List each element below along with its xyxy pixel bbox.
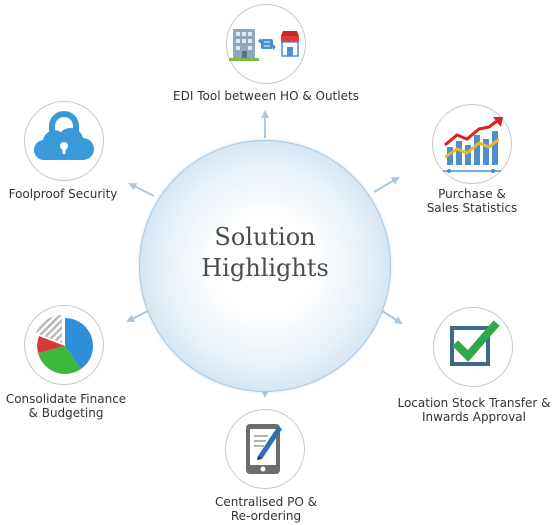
node-purchase-statistics — [432, 104, 512, 184]
tablet-pen-icon — [246, 424, 282, 474]
label-foolproof-security-line-1: Foolproof Security — [8, 187, 118, 201]
hub-title: Solution Highlights — [139, 222, 391, 284]
hub-circle — [139, 140, 391, 392]
bar-chart-trend-icon — [443, 117, 503, 173]
label-edi-tool-line-1: EDI Tool between HO & Outlets — [173, 89, 359, 103]
node-centralised-po — [225, 409, 305, 489]
label-purchase-statistics-line-2: Sales Statistics — [426, 201, 518, 215]
label-centralised-po-line-2: Re-ordering — [230, 509, 302, 523]
label-consolidate-finance-line-2: & Budgeting — [28, 406, 104, 420]
arrow-to-foolproof-security — [128, 183, 155, 197]
node-stock-transfer — [433, 307, 513, 387]
arrow-to-purchase-statistics — [373, 176, 400, 193]
pie-chart-icon — [36, 315, 94, 374]
label-consolidate-finance: Consolidate Finance & Budgeting — [0, 392, 132, 420]
label-purchase-statistics: Purchase & Sales Statistics — [412, 187, 532, 215]
label-foolproof-security: Foolproof Security — [0, 187, 126, 201]
node-edi-tool — [226, 4, 306, 84]
label-stock-transfer-line-1: Location Stock Transfer & — [397, 396, 551, 410]
cloud-lock-icon — [33, 111, 94, 161]
hub-title-line-2: Highlights — [201, 254, 329, 282]
label-purchase-statistics-line-1: Purchase & — [438, 187, 506, 201]
label-centralised-po: Centralised PO & Re-ordering — [196, 495, 336, 523]
node-consolidate-finance — [24, 305, 104, 385]
label-centralised-po-line-1: Centralised PO & — [215, 495, 317, 509]
node-foolproof-security — [24, 101, 104, 181]
label-consolidate-finance-line-1: Consolidate Finance — [5, 392, 127, 406]
label-stock-transfer-line-2: Inwards Approval — [422, 410, 526, 424]
label-edi-tool: EDI Tool between HO & Outlets — [166, 89, 366, 103]
building-exchange-icon — [229, 29, 299, 61]
hub-title-line-1: Solution — [214, 223, 316, 251]
checkbox-tick-icon — [450, 320, 500, 366]
label-stock-transfer: Location Stock Transfer & Inwards Approv… — [388, 396, 558, 424]
